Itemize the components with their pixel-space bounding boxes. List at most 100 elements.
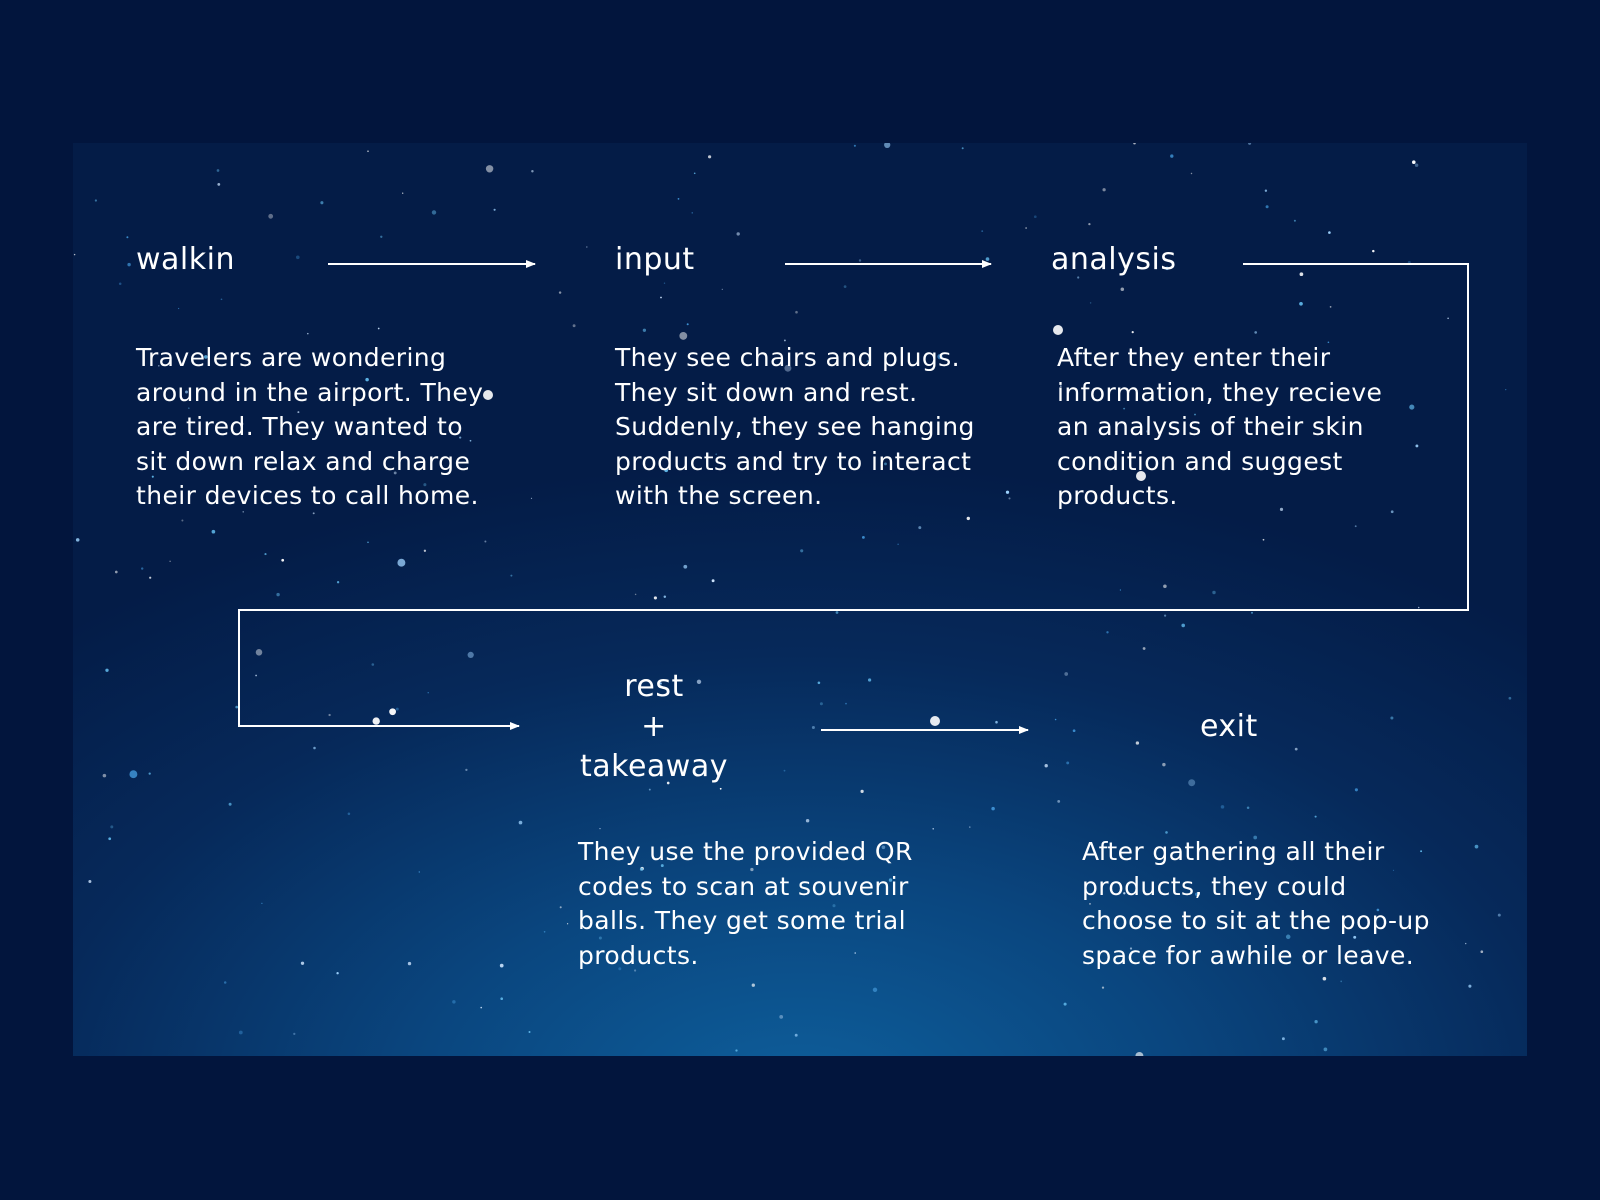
star (1299, 272, 1304, 277)
star (843, 285, 847, 288)
star (598, 936, 602, 940)
star (1323, 1047, 1328, 1052)
star (819, 702, 823, 706)
star (1372, 249, 1375, 253)
star (1322, 976, 1327, 981)
star (918, 526, 922, 530)
star (995, 720, 998, 724)
star (127, 262, 131, 267)
star (981, 230, 984, 232)
star (566, 923, 569, 925)
star (300, 961, 305, 965)
star (1366, 949, 1370, 953)
star (963, 461, 967, 465)
starry-sky-panel: walkin Travelers are wondering around in… (73, 143, 1527, 1056)
star (800, 549, 804, 553)
star (281, 558, 285, 562)
star (1063, 1002, 1067, 1006)
star (861, 535, 865, 539)
star (779, 1015, 784, 1019)
star (394, 390, 396, 393)
star (1066, 761, 1070, 765)
star (558, 291, 562, 294)
step-title-line: takeaway (580, 749, 728, 784)
star (881, 845, 886, 850)
star (1123, 892, 1126, 895)
star (1025, 227, 1027, 229)
star (151, 475, 154, 478)
star (336, 972, 339, 975)
star (402, 192, 404, 194)
star (1508, 696, 1512, 700)
star (255, 674, 258, 677)
star (639, 867, 644, 871)
star (94, 199, 98, 202)
flow-connectors (238, 260, 1469, 734)
star (659, 682, 662, 685)
star (484, 540, 487, 543)
star (858, 259, 862, 262)
star (493, 208, 496, 211)
star (126, 236, 129, 239)
star (1135, 741, 1140, 745)
star (817, 681, 821, 685)
star (393, 471, 397, 475)
star (784, 364, 792, 372)
step-description-rest-takeaway: They use the provided QR codes to scan a… (578, 837, 913, 970)
star (835, 611, 839, 614)
star (510, 574, 513, 577)
star (1354, 788, 1358, 792)
star (204, 355, 208, 359)
step-title-exit: exit (1200, 709, 1258, 744)
star (423, 549, 427, 552)
star (1328, 231, 1331, 234)
star (238, 1030, 243, 1035)
star (500, 997, 504, 1001)
star (485, 165, 494, 173)
star (110, 825, 114, 829)
star (648, 788, 651, 791)
star (216, 169, 220, 172)
star (467, 651, 474, 659)
step-title-input: input (615, 242, 695, 277)
star (1248, 143, 1252, 145)
star (431, 210, 437, 215)
star (239, 422, 244, 426)
star (1162, 762, 1166, 767)
star (149, 576, 152, 579)
star (1101, 986, 1105, 989)
star (898, 430, 901, 434)
star (1212, 590, 1216, 595)
star (1181, 623, 1186, 628)
star (1089, 903, 1091, 905)
star (1195, 892, 1199, 897)
star (1133, 143, 1136, 145)
star (328, 713, 331, 717)
star (1044, 764, 1048, 768)
star (1142, 647, 1146, 650)
star (518, 820, 523, 825)
star (367, 150, 369, 153)
star (377, 327, 380, 330)
star (1194, 413, 1196, 416)
star (991, 806, 995, 811)
star (1220, 805, 1225, 809)
star (696, 679, 702, 684)
star (867, 678, 872, 682)
star (320, 201, 324, 205)
star-field (73, 143, 1512, 1056)
star (313, 746, 316, 750)
star (268, 213, 274, 219)
star (185, 390, 188, 394)
star (347, 812, 351, 816)
star (228, 802, 232, 806)
star (1474, 844, 1479, 849)
star (966, 516, 970, 521)
star (1302, 954, 1306, 959)
star (1106, 631, 1109, 634)
star (242, 511, 244, 513)
star (1392, 869, 1395, 872)
star (653, 596, 657, 600)
star (711, 579, 715, 583)
